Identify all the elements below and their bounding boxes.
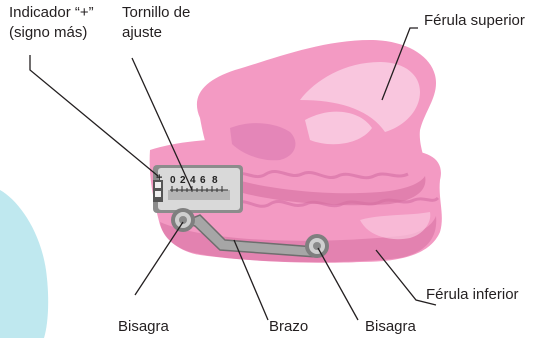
scale-tick-2: 2 (180, 175, 186, 186)
scale-plus-sign: + (156, 172, 162, 184)
label-hinge-left: Bisagra (118, 318, 169, 336)
label-arm: Brazo (269, 318, 308, 336)
label-adjust-screw-line2: ajuste (122, 24, 162, 42)
backdrop-arc (0, 190, 48, 338)
right-hinge (305, 234, 329, 258)
label-adjust-screw-line1: Tornillo de (122, 4, 190, 22)
label-plus-indicator-note: (signo más) (9, 24, 87, 42)
scale-tick-0: 0 (170, 175, 176, 186)
label-upper-splint: Férula superior (424, 12, 525, 30)
scale-tick-4: 4 (190, 175, 196, 186)
label-lower-splint: Férula inferior (426, 286, 519, 304)
leader-hinge-left (135, 222, 183, 295)
scale-tick-8: 8 (212, 175, 218, 186)
adjustment-screw-housing: + 0 2 4 6 8 (153, 165, 243, 213)
left-hinge (171, 208, 195, 232)
scale-tick-6: 6 (200, 175, 206, 186)
label-plus-indicator: Indicador “+” (9, 4, 94, 22)
label-hinge-right: Bisagra (365, 318, 416, 336)
